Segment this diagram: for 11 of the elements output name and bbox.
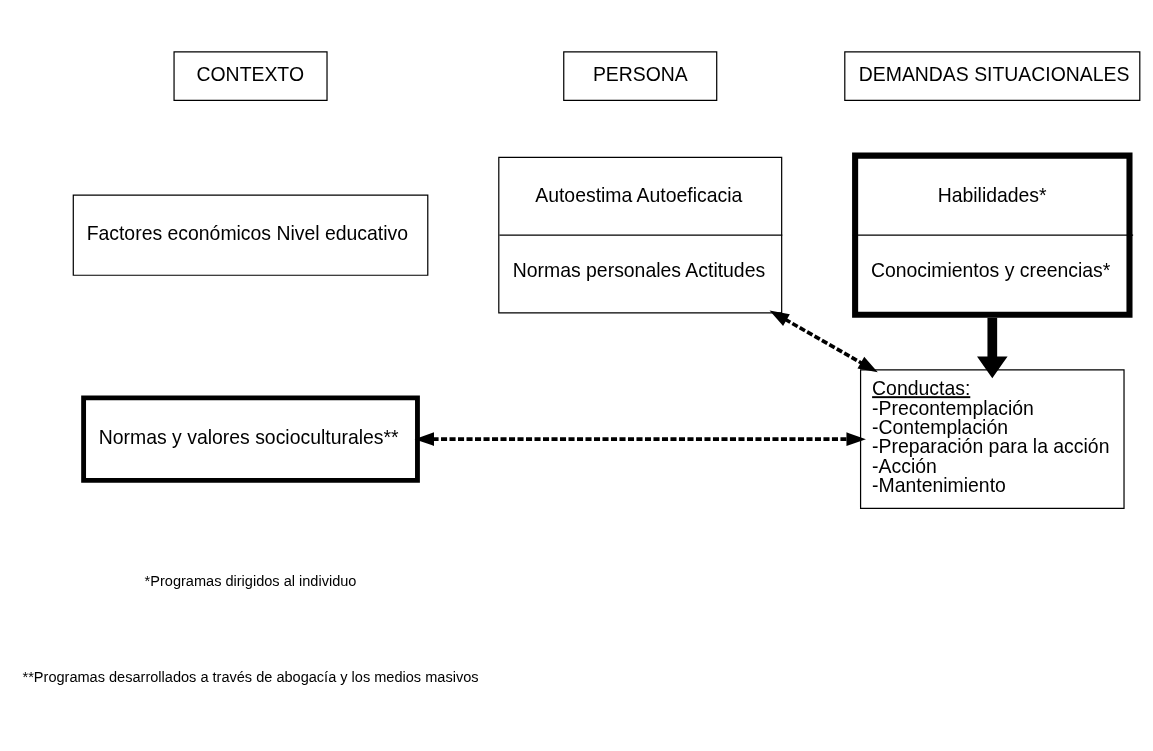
node-box: PERSONA [563, 50, 718, 101]
node-box: CONTEXTO [173, 50, 328, 101]
label: *Programas dirigidos al individuo [144, 572, 357, 589]
node-box: Normas y valores socioculturales** [81, 394, 420, 483]
node-box: DEMANDAS SITUACIONALES [844, 50, 1141, 101]
arrow [977, 317, 1008, 378]
arrow [769, 309, 878, 372]
arrow [414, 431, 866, 446]
node-box: Conductas: -Precontemplación -Contemplación -Preparación para la acción -Acción -Mantenimiento [859, 368, 1125, 509]
node-box: Factores económicos Nivel educativo [72, 194, 429, 276]
label: **Programas desarrollados a través de abogacía y los medios masivos [22, 668, 479, 685]
